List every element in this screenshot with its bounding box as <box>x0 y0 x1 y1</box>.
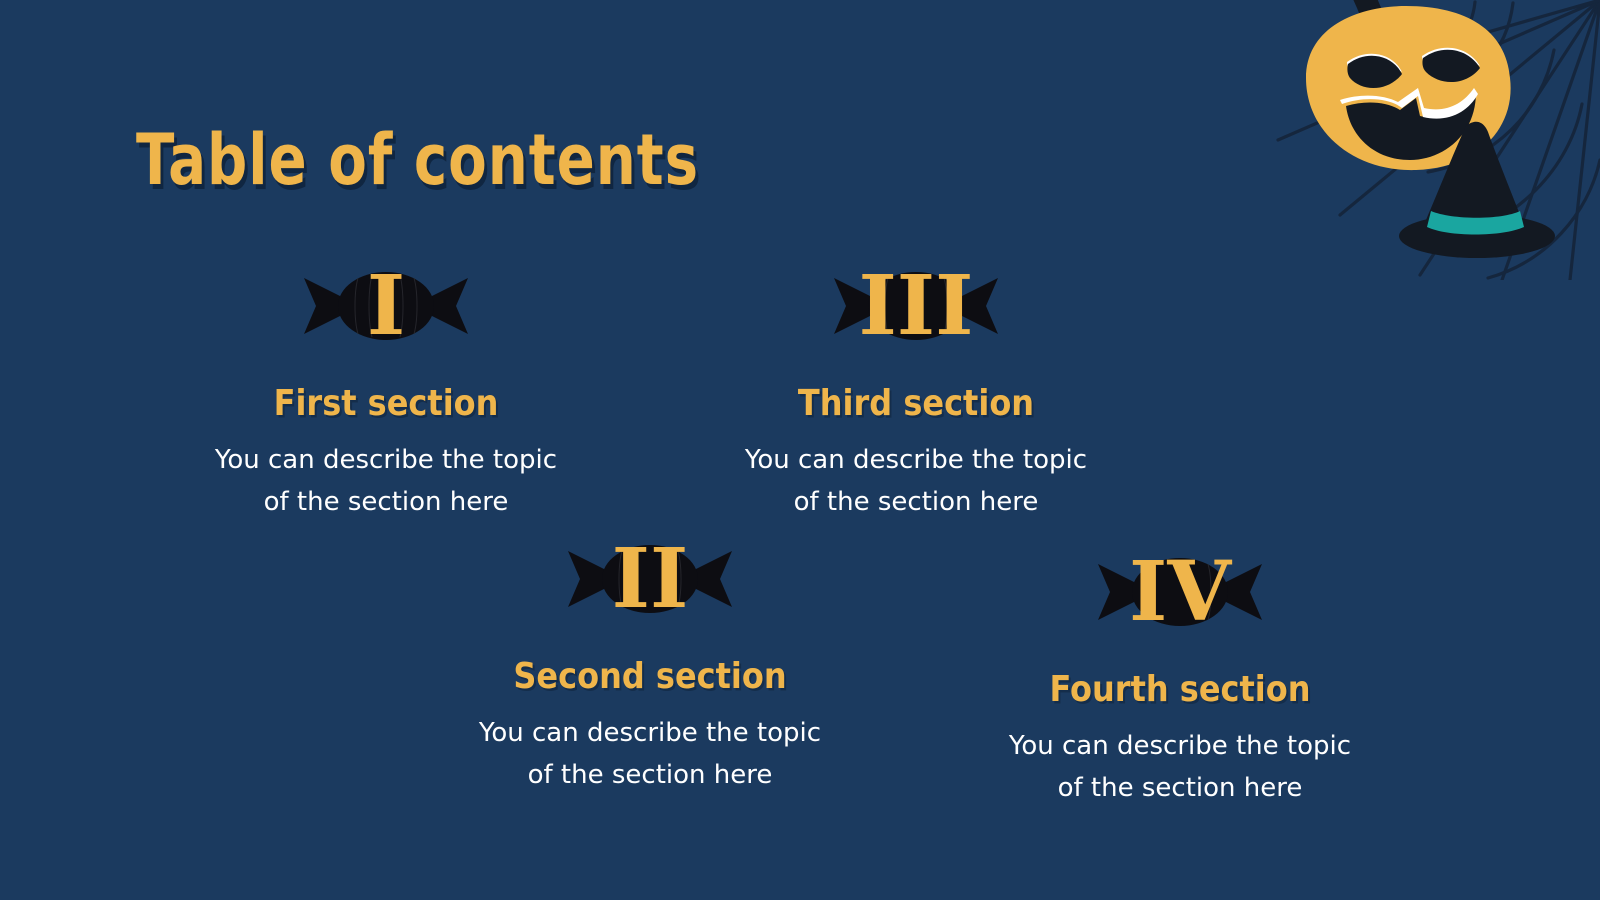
candy-numeral: IV <box>1129 544 1232 640</box>
section-description-line2: of the section here <box>793 486 1039 517</box>
witch-hat-icon <box>1399 121 1555 258</box>
section-title: Fourth section <box>1049 668 1311 710</box>
pumpkin-mouth <box>1346 92 1476 160</box>
candy-numeral: III <box>858 258 973 354</box>
section-title: Third section <box>797 382 1035 424</box>
page-title: Table of contents <box>136 118 700 201</box>
section-title: First section <box>273 382 499 424</box>
section-description: You can describe the topic of the sectio… <box>435 713 865 796</box>
candy-numeral: II <box>612 531 689 627</box>
section-description-line2: of the section here <box>1057 772 1303 803</box>
candy-body <box>338 272 434 340</box>
candy-wrapper-left <box>568 551 604 607</box>
jack-o-lantern-icon <box>1306 6 1511 171</box>
candy-wrapper-left <box>304 278 340 334</box>
section-item-second[interactable]: II Second section You can describe the t… <box>435 531 865 796</box>
candy-icon-iv: IV <box>965 544 1395 640</box>
candy-icon-i: I <box>171 258 601 354</box>
pumpkin-left-eye <box>1347 55 1402 89</box>
section-description-line1: You can describe the topic <box>744 445 1088 475</box>
section-description-line1: You can describe the topic <box>214 445 558 475</box>
section-description: You can describe the topic of the sectio… <box>965 726 1395 809</box>
pumpkin-stem-icon <box>1353 0 1388 34</box>
spider-web-icon <box>1276 0 1600 280</box>
candy-wrapper-left <box>834 278 870 334</box>
section-item-third[interactable]: III Third section You can describe the t… <box>701 258 1131 523</box>
candy-wrapper-right <box>696 551 732 607</box>
section-description-line2: of the section here <box>527 759 773 790</box>
candy-icon-ii: II <box>435 531 865 627</box>
candy-wrapper-right <box>962 278 998 334</box>
section-item-first[interactable]: I First section You can describe the top… <box>171 258 601 523</box>
candy-wrapper-right <box>1226 564 1262 620</box>
section-item-fourth[interactable]: IV Fourth section You can describe the t… <box>965 544 1395 809</box>
candy-icon-iii: III <box>701 258 1131 354</box>
section-description: You can describe the topic of the sectio… <box>171 440 601 523</box>
candy-body <box>1132 558 1228 626</box>
candy-wrapper-left <box>1098 564 1134 620</box>
candy-body <box>868 272 964 340</box>
section-description-line1: You can describe the topic <box>1008 731 1352 761</box>
candy-numeral: I <box>367 258 405 354</box>
section-title: Second section <box>513 655 787 697</box>
candy-wrapper-right <box>432 278 468 334</box>
section-description-line2: of the section here <box>263 486 509 517</box>
section-description: You can describe the topic of the sectio… <box>701 440 1131 523</box>
pumpkin-right-eye <box>1422 49 1480 83</box>
section-description-line1: You can describe the topic <box>478 718 822 748</box>
candy-body <box>602 545 698 613</box>
halloween-corner-decoration <box>1276 0 1600 280</box>
